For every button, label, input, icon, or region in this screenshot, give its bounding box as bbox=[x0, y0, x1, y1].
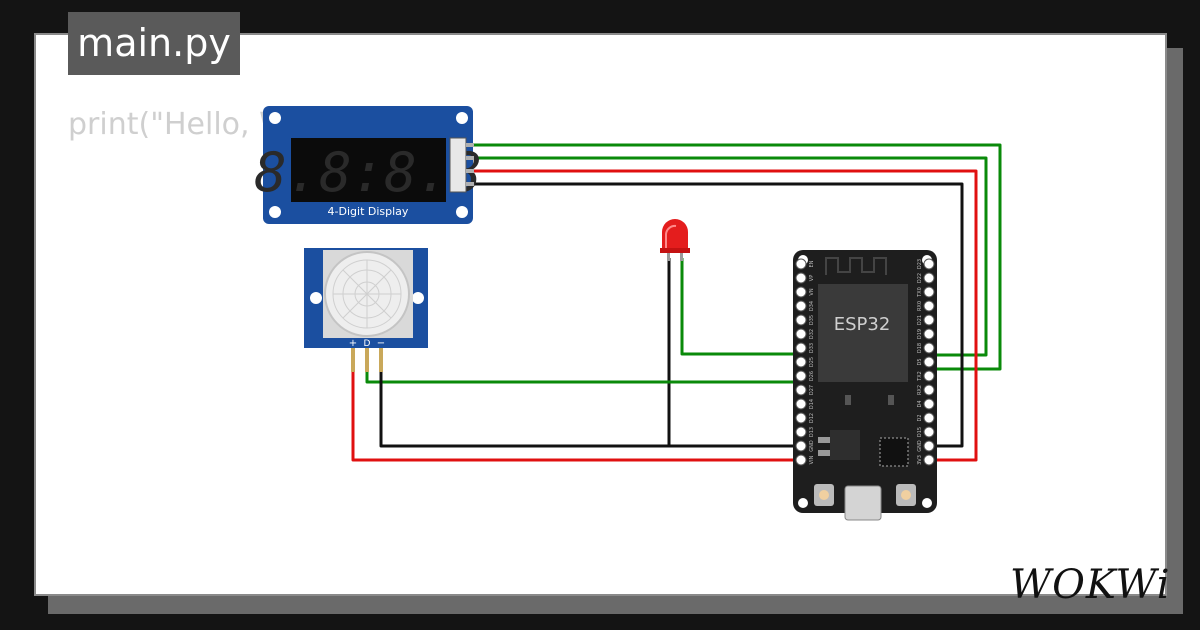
esp32-pin-left-d27[interactable] bbox=[795, 384, 807, 396]
wokwi-logo: WOKWi bbox=[1010, 562, 1171, 608]
display-label: 4-Digit Display bbox=[328, 205, 409, 218]
esp32-pin-label-right-tx0: TX0 bbox=[917, 287, 923, 298]
esp32-pin-label-left-d32: D32 bbox=[809, 329, 815, 339]
esp32-pin-label-left-d14: D14 bbox=[809, 399, 815, 409]
esp32-pin-left-d33[interactable] bbox=[795, 342, 807, 354]
esp32-pin-label-right-d4: D4 bbox=[917, 400, 923, 407]
esp32-pin-label-right-d15: D15 bbox=[917, 427, 923, 437]
esp32-pin-label-right-d23: D23 bbox=[917, 259, 923, 269]
esp32-pin-label-left-en: EN bbox=[809, 260, 815, 267]
esp32-pin-label-right-tx2: TX2 bbox=[917, 371, 923, 382]
esp32-pin-right-d21[interactable] bbox=[923, 314, 935, 326]
esp32-pin-left-d12[interactable] bbox=[795, 412, 807, 424]
wire-led-anode bbox=[680, 258, 800, 356]
esp32-pin-left-d34[interactable] bbox=[795, 300, 807, 312]
esp32-pin-left-d13[interactable] bbox=[795, 426, 807, 438]
esp32-pin-label-right-3v3: 3V3 bbox=[917, 455, 923, 465]
pir-pin-data: D bbox=[364, 339, 371, 349]
esp32-pin-left-d14[interactable] bbox=[795, 398, 807, 410]
esp32-pin-label-left-gnd: GND bbox=[809, 440, 815, 452]
esp32-board: ESP32 ENVPVND34D35D32D33D25D26D27D14D12D… bbox=[793, 250, 937, 521]
esp32-pin-label-right-d5: D5 bbox=[917, 358, 923, 365]
display-digits: 8.8:8.8 bbox=[254, 141, 482, 204]
wokwi-logo-text: WOKWi bbox=[1010, 562, 1171, 608]
pir-pin-vcc: + bbox=[349, 338, 357, 349]
esp32-pin-right-d18[interactable] bbox=[923, 342, 935, 354]
esp32-pin-left-gnd[interactable] bbox=[795, 440, 807, 452]
esp32-pin-right-d5[interactable] bbox=[923, 356, 935, 368]
esp32-pin-label-left-vp: VP bbox=[809, 275, 815, 281]
wire-display-dio bbox=[472, 156, 988, 357]
esp32-pin-label-right-d21: D21 bbox=[917, 315, 923, 325]
esp32-pin-label-right-d18: D18 bbox=[917, 343, 923, 353]
esp32-pin-left-vin[interactable] bbox=[795, 454, 807, 466]
esp32-pin-right-rx0[interactable] bbox=[923, 300, 935, 312]
esp32-pin-label-left-d25: D25 bbox=[809, 357, 815, 367]
esp32-pin-right-d2[interactable] bbox=[923, 412, 935, 424]
esp32-pin-right-gnd[interactable] bbox=[923, 440, 935, 452]
four-digit-display: 8.8:8.8 4-Digit Display bbox=[254, 106, 482, 224]
wire-display-clk bbox=[472, 143, 1002, 371]
esp32-pin-label-right-d2: D2 bbox=[917, 414, 923, 421]
esp32-pin-right-tx0[interactable] bbox=[923, 286, 935, 298]
esp32-pin-label-right-rx0: RX0 bbox=[917, 301, 923, 311]
esp32-pin-left-d25[interactable] bbox=[795, 356, 807, 368]
esp32-pin-right-tx2[interactable] bbox=[923, 370, 935, 382]
esp32-pin-right-d4[interactable] bbox=[923, 398, 935, 410]
red-led bbox=[660, 219, 690, 261]
esp32-pin-label-left-d33: D33 bbox=[809, 343, 815, 353]
esp32-pin-right-3v3[interactable] bbox=[923, 454, 935, 466]
esp32-pin-label-left-d12: D12 bbox=[809, 413, 815, 423]
esp32-pin-right-d15[interactable] bbox=[923, 426, 935, 438]
esp32-pin-label-right-gnd: GND bbox=[917, 440, 923, 452]
pir-sensor: + D − bbox=[304, 248, 428, 372]
esp32-pin-left-d35[interactable] bbox=[795, 314, 807, 326]
wire-display-vcc bbox=[472, 169, 978, 462]
wire-pir-vcc bbox=[351, 350, 800, 462]
esp32-pin-label-right-d19: D19 bbox=[917, 329, 923, 339]
wire-pir-gnd bbox=[379, 350, 800, 448]
esp32-pin-left-vn[interactable] bbox=[795, 286, 807, 298]
esp32-pin-right-rx2[interactable] bbox=[923, 384, 935, 396]
esp32-pin-right-d22[interactable] bbox=[923, 272, 935, 284]
esp32-pin-left-vp[interactable] bbox=[795, 272, 807, 284]
esp32-pin-label-left-d34: D34 bbox=[809, 301, 815, 311]
pir-pin-gnd: − bbox=[377, 338, 385, 349]
esp32-pin-label-right-rx2: RX2 bbox=[917, 385, 923, 395]
esp32-pin-left-d26[interactable] bbox=[795, 370, 807, 382]
esp32-pin-label-left-d27: D27 bbox=[809, 385, 815, 395]
esp32-pin-label-left-vin: VIN bbox=[809, 455, 815, 464]
wire-display-gnd bbox=[472, 182, 964, 448]
simulation-canvas[interactable]: print("Hello, World!") bbox=[34, 33, 1167, 596]
esp32-pin-label-left-d13: D13 bbox=[809, 427, 815, 437]
esp32-pin-label-right-d22: D22 bbox=[917, 273, 923, 283]
esp32-pin-left-d32[interactable] bbox=[795, 328, 807, 340]
esp32-pin-left-en[interactable] bbox=[795, 258, 807, 270]
esp32-pin-label-left-vn: VN bbox=[809, 288, 815, 295]
esp32-pin-label-left-d26: D26 bbox=[809, 371, 815, 381]
file-tab-main[interactable]: main.py bbox=[68, 12, 240, 75]
esp32-pin-right-d23[interactable] bbox=[923, 258, 935, 270]
esp32-pin-right-d19[interactable] bbox=[923, 328, 935, 340]
esp32-label: ESP32 bbox=[834, 314, 891, 335]
esp32-pin-label-left-d35: D35 bbox=[809, 315, 815, 325]
